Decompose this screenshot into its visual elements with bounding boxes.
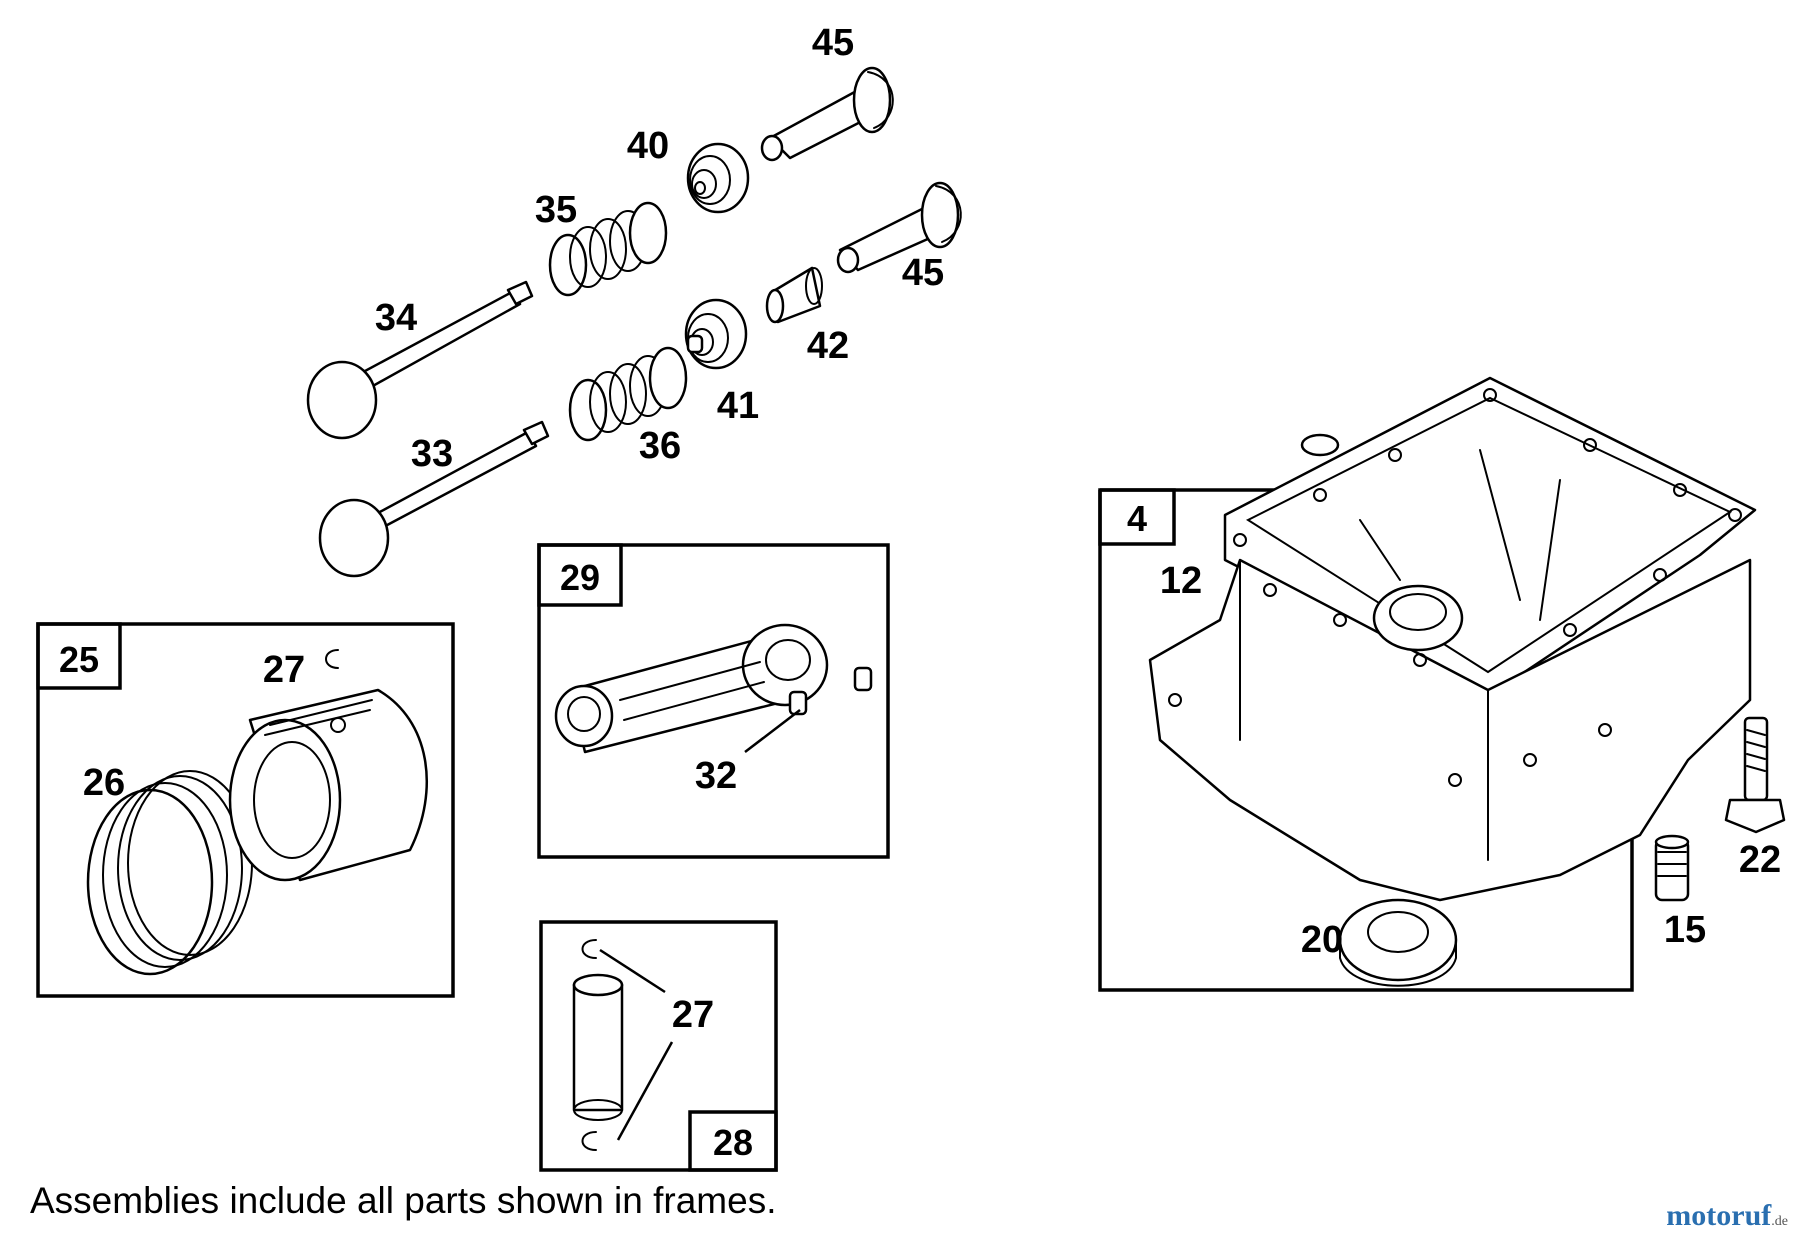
- watermark-logo: motoruf.de: [1666, 1199, 1788, 1233]
- callout-27-pin: 27: [672, 994, 714, 1036]
- part-45-tappet-lower: [836, 181, 962, 274]
- part-40-retainer: [686, 142, 750, 214]
- callout-42: 42: [807, 325, 849, 367]
- callout-40: 40: [627, 125, 669, 167]
- part-sump: [1148, 376, 1757, 902]
- part-20-oil-seal: [1338, 898, 1458, 987]
- leader-27-upper: [599, 948, 666, 994]
- part-41-retainer: [684, 298, 748, 370]
- leader-27-lower: [616, 1041, 674, 1141]
- part-34-valve: [306, 280, 534, 440]
- watermark-tld: .de: [1771, 1214, 1788, 1229]
- part-42-collet: [765, 266, 823, 324]
- callout-27-piston: 27: [263, 649, 305, 691]
- frame-label-4: 4: [1127, 498, 1147, 539]
- part-15-drain-plug: [1654, 834, 1690, 902]
- leader-32: [744, 709, 801, 753]
- callout-45-upper: 45: [812, 22, 854, 64]
- part-27-circlip: [325, 649, 339, 669]
- frame-28: 28: [539, 920, 778, 1172]
- frame-4: 4: [1098, 376, 1757, 992]
- callout-26: 26: [83, 762, 125, 804]
- caption: Assemblies include all parts shown in fr…: [30, 1180, 777, 1221]
- callout-45-lower: 45: [902, 252, 944, 294]
- callout-15: 15: [1664, 909, 1706, 951]
- frame-25: 25: [36, 622, 455, 998]
- callout-22: 22: [1739, 839, 1781, 881]
- callout-34: 34: [375, 297, 417, 339]
- part-connecting-rod: [554, 623, 873, 754]
- frame-label-29: 29: [560, 557, 600, 598]
- callout-20: 20: [1301, 919, 1343, 961]
- callout-36: 36: [639, 425, 681, 467]
- part-piston-pin: [572, 973, 624, 1121]
- part-27-circlip-upper: [581, 939, 597, 959]
- part-piston: [228, 688, 428, 882]
- part-35-spring: [548, 201, 668, 297]
- callout-12: 12: [1160, 560, 1202, 602]
- part-33-valve: [318, 420, 550, 578]
- part-36-spring: [568, 346, 688, 442]
- callout-33: 33: [411, 433, 453, 475]
- frame-29: 29: [537, 543, 890, 859]
- part-27-circlip-lower: [581, 1131, 597, 1151]
- frame-label-25: 25: [59, 639, 99, 680]
- frame-label-28: 28: [713, 1122, 753, 1163]
- callout-35: 35: [535, 189, 577, 231]
- callout-32: 32: [695, 755, 737, 797]
- callout-41: 41: [717, 385, 759, 427]
- part-45-tappet-upper: [760, 66, 894, 162]
- watermark-name: motoruf: [1666, 1199, 1772, 1232]
- part-22-bolt: [1724, 716, 1786, 834]
